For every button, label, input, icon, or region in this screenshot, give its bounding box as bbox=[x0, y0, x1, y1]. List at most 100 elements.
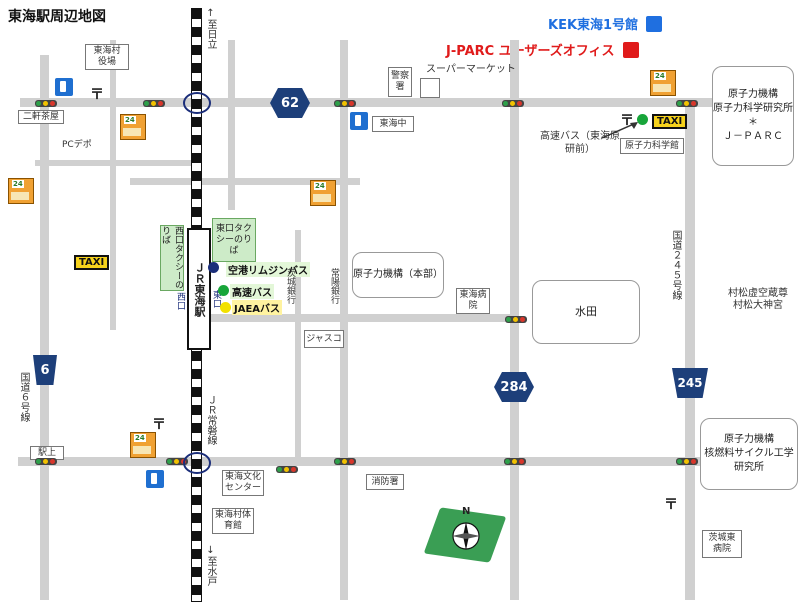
west-exit-label: 西口 bbox=[175, 292, 185, 310]
route-245-sign: 245 bbox=[672, 368, 708, 398]
crossing-marker bbox=[183, 92, 211, 114]
muramatsu-shrine-label: 村松虚空蔵尊 村松大神宮 bbox=[728, 288, 788, 311]
tokai-junior-high-label: 東海中 bbox=[379, 118, 407, 129]
ibaraki-higashi-hospital: 茨城東病院 bbox=[702, 530, 742, 558]
convenience-store-icon: 24 bbox=[650, 70, 676, 96]
jaea-headquarters-label: 原子力機構（本部） bbox=[353, 269, 443, 280]
arrow-icon bbox=[601, 122, 638, 139]
police-station: 警察署 bbox=[388, 67, 412, 97]
road-east-west-mid bbox=[210, 314, 515, 322]
tokai-village-office-label: 東海村役場 bbox=[93, 46, 121, 67]
convenience-store-icon: 24 bbox=[8, 178, 34, 204]
crossing-marker bbox=[183, 452, 211, 474]
jaea-bus-stop-marker bbox=[220, 302, 231, 313]
road-ibaraki-bank bbox=[295, 230, 301, 460]
traffic-signal-icon bbox=[504, 458, 526, 465]
road-south-vertical bbox=[510, 465, 518, 600]
compass-north-label: N bbox=[462, 506, 471, 517]
traffic-signal-icon bbox=[505, 316, 527, 323]
road-pc-depot bbox=[35, 160, 200, 166]
road-bank-st bbox=[340, 40, 348, 600]
road-east-station bbox=[228, 40, 235, 210]
road-kokudo6 bbox=[40, 55, 49, 600]
traffic-signal-icon bbox=[676, 100, 698, 107]
legend-jparc: J-PARC ユーザーズオフィス bbox=[446, 40, 639, 59]
science-museum: 原子力科学館 bbox=[620, 138, 684, 154]
joyo-bank-label: 常陽銀行 bbox=[329, 268, 339, 304]
road-kokudo245 bbox=[685, 100, 695, 600]
ibaraki-higashi-hospital-label: 茨城東病院 bbox=[708, 533, 736, 554]
jaea-bus-label: JAEAバス bbox=[232, 300, 283, 315]
nikencyaya-label: 二軒茶屋 bbox=[22, 111, 59, 122]
jaea-fuel-cycle-label: 原子力機構 核燃料サイクル工学 研究所 bbox=[704, 434, 794, 473]
route-6-sign: 6 bbox=[33, 355, 57, 385]
gas-station-icon bbox=[350, 112, 368, 130]
post-office-icon: 〒 bbox=[152, 417, 166, 433]
jaea-nuclear-science-label: 原子力機構 原子力科学研究所 ＊ Ｊ－ＰＡＲＣ bbox=[713, 89, 793, 142]
police-station-label: 警察署 bbox=[391, 71, 410, 92]
ekiue-label: 駅上 bbox=[37, 447, 56, 458]
highway-bus-label: 高速バス bbox=[230, 284, 274, 299]
station-building: ＪＲ東海駅 bbox=[187, 228, 211, 350]
traffic-signal-icon bbox=[334, 100, 356, 107]
post-office-icon: 〒 bbox=[664, 497, 678, 513]
airport-limousine-stop-marker bbox=[208, 262, 219, 273]
tokai-hospital-label: 東海病院 bbox=[459, 290, 487, 311]
taxi-sign-west: TAXI bbox=[74, 255, 110, 270]
route-6-number: 6 bbox=[40, 362, 50, 378]
direction-mito: ↓至水戸 bbox=[205, 545, 216, 586]
fire-station-label: 消防署 bbox=[371, 476, 399, 487]
legend-kek-label: KEK東海1号館 bbox=[548, 18, 639, 33]
east-exit-label: 東口 bbox=[211, 290, 221, 308]
nikencyaya-box: 二軒茶屋 bbox=[18, 110, 64, 124]
post-office-icon: 〒 bbox=[90, 87, 104, 103]
traffic-signal-icon bbox=[35, 458, 57, 465]
label-kokudo245: 国道２４５号線 bbox=[670, 230, 681, 300]
tokai-village-office: 東海村役場 bbox=[85, 44, 129, 70]
red-square-icon bbox=[622, 41, 639, 58]
east-taxi-stand: 東口タクシーのりば bbox=[212, 218, 256, 262]
jaea-nuclear-science-institute: 原子力機構 原子力科学研究所 ＊ Ｊ－ＰＡＲＣ bbox=[712, 66, 794, 166]
jasco: ジャスコ bbox=[304, 330, 344, 348]
station-name: ＪＲ東海駅 bbox=[193, 261, 206, 317]
highway-bus-stop-jaea-label: 高速バス（東海原研前） bbox=[540, 131, 620, 155]
jaea-headquarters: 原子力機構（本部） bbox=[352, 252, 444, 298]
tokai-hospital: 東海病院 bbox=[456, 288, 490, 314]
supermarket-label: スーパーマーケット bbox=[426, 64, 516, 75]
supermarket-box bbox=[420, 78, 440, 98]
paddy-field: 水田 bbox=[532, 280, 640, 344]
legend-kek: KEK東海1号館 bbox=[548, 14, 663, 33]
gas-station-icon bbox=[55, 78, 73, 96]
blue-square-icon bbox=[646, 15, 663, 32]
route-245-number: 245 bbox=[677, 376, 703, 390]
tokai-gymnasium: 東海村体育館 bbox=[212, 508, 254, 534]
label-kokudo6: 国道６号線 bbox=[18, 372, 29, 422]
convenience-store-icon: 24 bbox=[120, 114, 146, 140]
west-taxi-stand: 西口タクシーのりば bbox=[160, 225, 184, 291]
fire-station: 消防署 bbox=[366, 474, 404, 490]
paddy-field-label: 水田 bbox=[575, 305, 597, 318]
convenience-store-icon: 24 bbox=[130, 432, 156, 458]
gas-station-icon bbox=[146, 470, 164, 488]
highway-bus-stop-marker bbox=[218, 285, 229, 296]
traffic-signal-icon bbox=[334, 458, 356, 465]
tokai-junior-high: 東海中 bbox=[372, 116, 414, 132]
pc-depot-label: PCデポ bbox=[62, 140, 92, 150]
culture-center-label: 東海文化センター bbox=[224, 472, 261, 493]
road-west-local bbox=[110, 40, 116, 330]
culture-center: 東海文化センター bbox=[222, 470, 264, 496]
jaea-highway-bus-stop-marker bbox=[637, 114, 648, 125]
airport-limousine-label: 空港リムジンバス bbox=[226, 262, 310, 277]
convenience-store-icon: 24 bbox=[310, 180, 336, 206]
taxi-sign-jaea: TAXI bbox=[652, 114, 688, 129]
science-museum-label: 原子力科学館 bbox=[624, 140, 679, 151]
route-284-sign: 284 bbox=[494, 372, 534, 402]
road-route62 bbox=[20, 98, 735, 107]
east-taxi-label: 東口タクシーのりば bbox=[216, 223, 253, 256]
legend-jparc-label: J-PARC ユーザーズオフィス bbox=[446, 44, 615, 59]
compass-icon bbox=[452, 522, 480, 550]
ibaraki-bank-label: 茨城銀行 bbox=[285, 268, 295, 304]
traffic-signal-icon bbox=[143, 100, 165, 107]
west-taxi-label: 西口タクシーのりば bbox=[160, 226, 183, 289]
road-upper-local bbox=[130, 178, 360, 185]
